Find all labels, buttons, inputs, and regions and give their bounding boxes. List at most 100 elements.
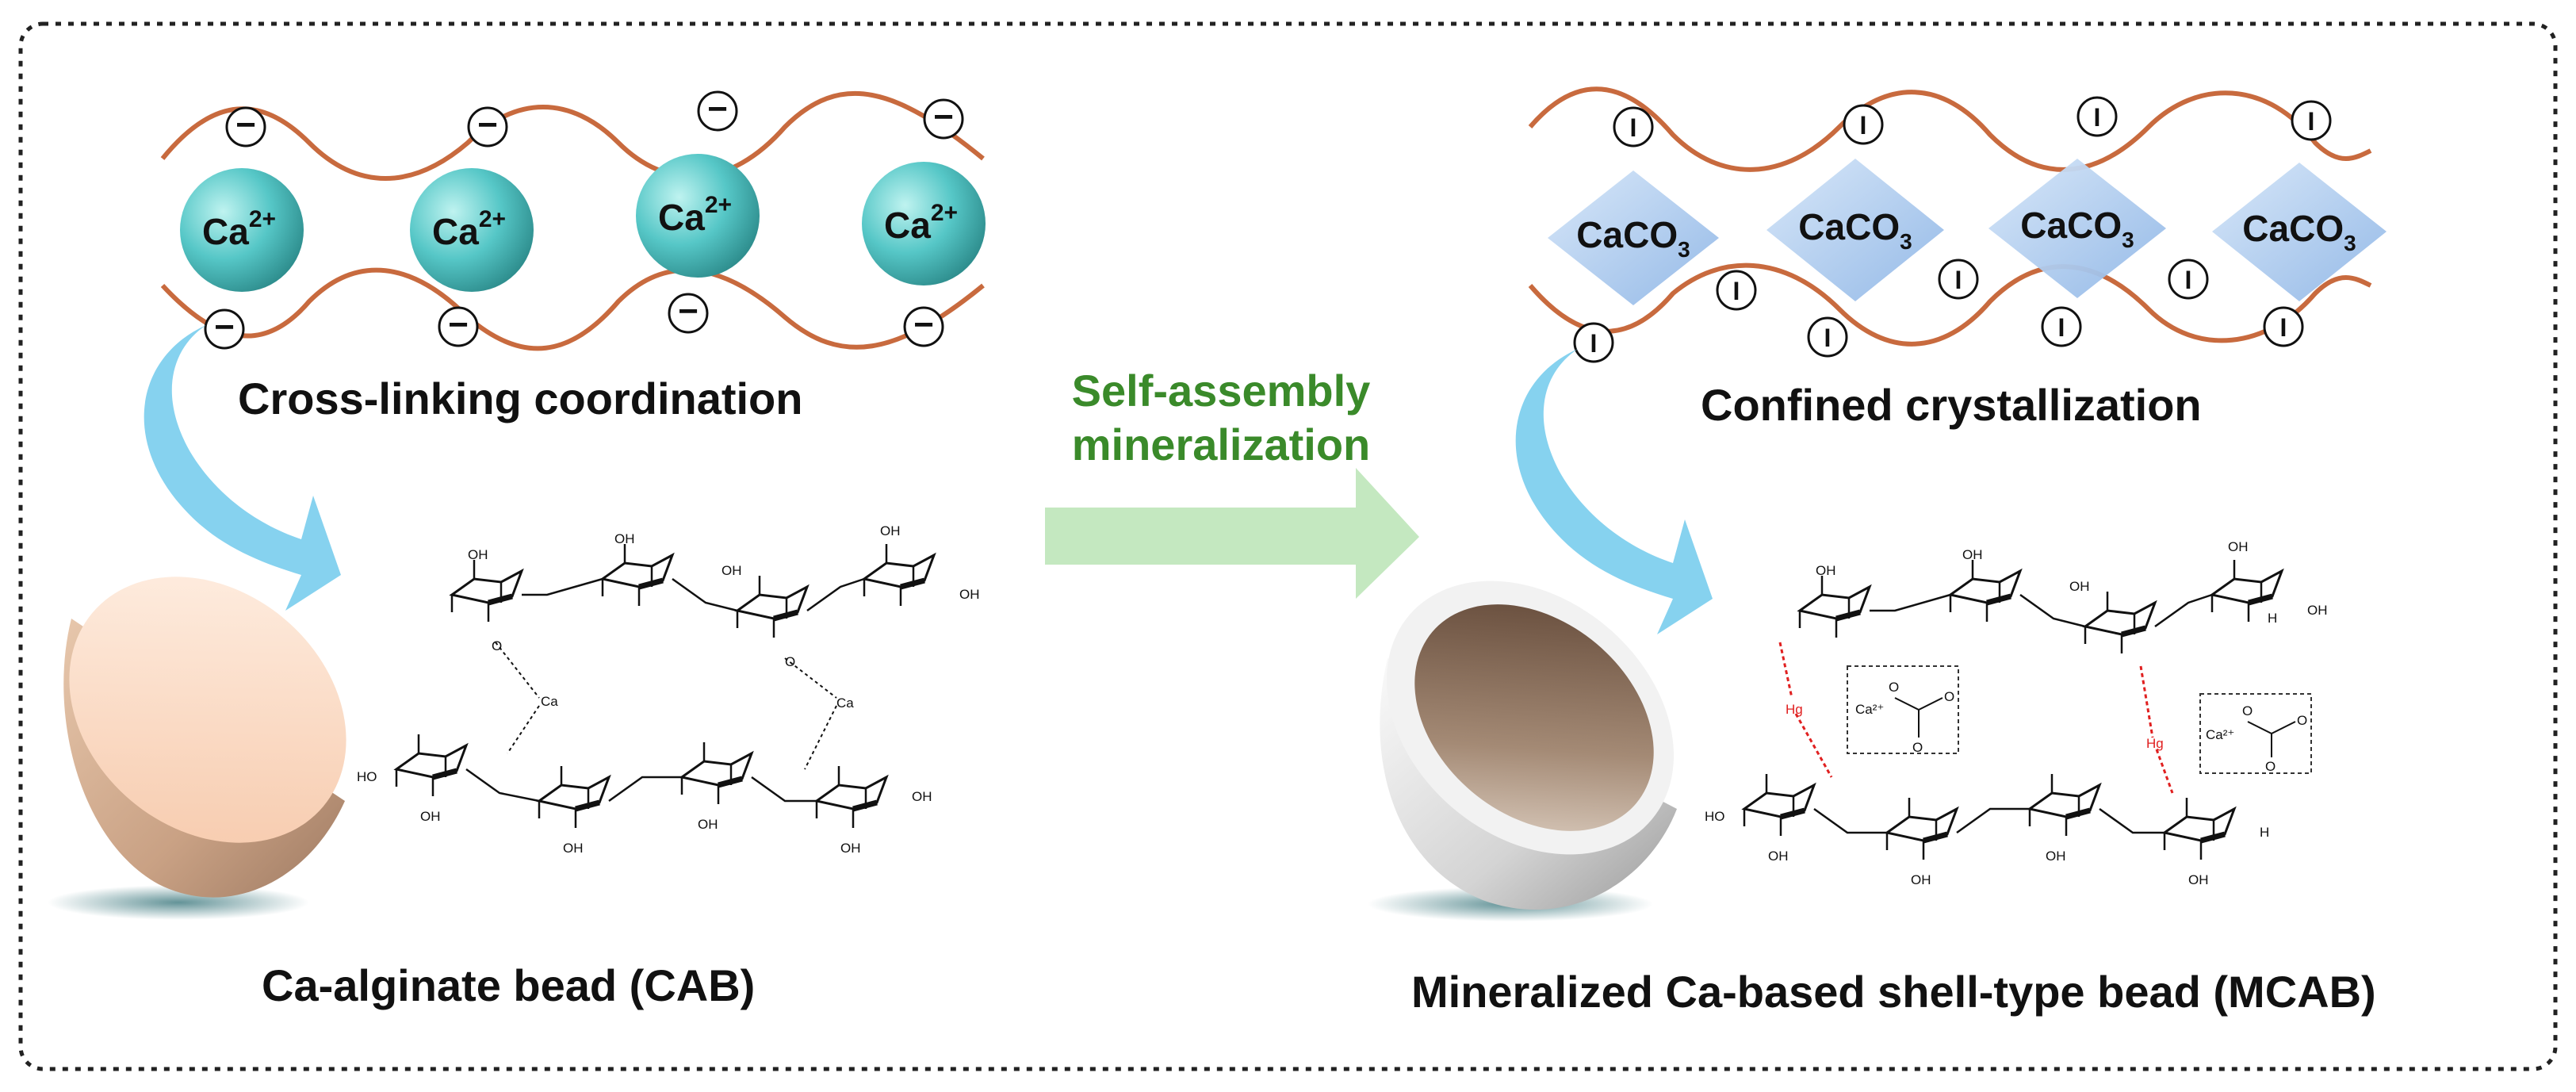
- neutral-charge-circle-4: [2291, 100, 2332, 141]
- chem-oh-r7: OH: [1911, 872, 1931, 887]
- caco3-crystal-3: CaCO3: [1988, 159, 2166, 298]
- chem-ho-r1: HO: [1705, 809, 1725, 824]
- svg-text:CaCO3: CaCO3: [2020, 205, 2134, 252]
- svg-text:CaCO3: CaCO3: [1576, 214, 1690, 262]
- neutral-charge-symbol-5: I: [1590, 329, 1598, 358]
- right-curved-arrow: [1515, 349, 1713, 634]
- neutral-charge-symbol-7: I: [1824, 324, 1832, 352]
- label-self-assembly-1: Self-assembly: [1072, 366, 1371, 416]
- ca-charge-1: 2+: [249, 206, 276, 232]
- negative-charge-symbol-7: −: [678, 292, 699, 331]
- caco3-crystal-1: CaCO3: [1548, 171, 1719, 305]
- caco3-sub-3: 3: [2122, 228, 2134, 252]
- chem-oh-l4: OH: [880, 523, 901, 538]
- neutral-charge-circle-5: [1573, 322, 1614, 363]
- chem-oh-l3: OH: [722, 563, 742, 578]
- caco3-crystal-2: CaCO3: [1766, 159, 1944, 301]
- neutral-charge-circle-11: [2263, 306, 2304, 347]
- svg-text:Ca2+: Ca2+: [202, 206, 276, 252]
- chem-o-b3: O: [1912, 740, 1923, 755]
- svg-text:CaCO3: CaCO3: [2242, 208, 2356, 255]
- chem-oh-l2: OH: [614, 531, 635, 546]
- neutral-charge-circle-7: [1807, 316, 1848, 358]
- neutral-charge-symbol-9: I: [2058, 313, 2065, 342]
- caco3-sub-2: 3: [1900, 229, 1912, 254]
- caco3-text-2: CaCO: [1798, 206, 1900, 247]
- neutral-charge-symbol-10: I: [2185, 266, 2192, 294]
- chem-oh-l8: OH: [698, 817, 718, 832]
- negative-charge-circle-6: [438, 306, 479, 347]
- ca-text-3: Ca: [658, 197, 705, 238]
- neutral-charge-symbol-3: I: [2094, 103, 2101, 132]
- negative-charges: − − − − − − − −: [204, 90, 964, 350]
- caco3-crystal-4: CaCO3: [2212, 163, 2387, 301]
- caco3-text-1: CaCO: [1576, 214, 1678, 255]
- cab-bead-icon: [48, 577, 346, 920]
- neutral-charge-symbol-1: I: [1630, 113, 1637, 142]
- chem-o-b1: O: [1889, 680, 1899, 695]
- negative-charge-symbol-4: −: [933, 98, 954, 136]
- neutral-charge-circle-6: [1716, 270, 1757, 311]
- chem-hg-2: Hg: [2146, 736, 2164, 751]
- chem-ca2-1: Ca²⁺: [1855, 702, 1884, 717]
- negative-charge-circle-2: [467, 106, 508, 148]
- neutral-charge-symbol-2: I: [1860, 111, 1867, 140]
- neutral-charge-symbol-11: I: [2280, 313, 2287, 342]
- chem-hg-1: Hg: [1786, 702, 1803, 717]
- chem-o-l1: O: [492, 638, 502, 653]
- chem-oh-l9: OH: [840, 841, 861, 856]
- negative-charge-circle-3: [697, 90, 738, 132]
- negative-charge-symbol-8: −: [913, 305, 934, 344]
- ca-text-4: Ca: [884, 205, 931, 246]
- chem-h-r1: H: [2260, 825, 2269, 840]
- right-top-chain: [1528, 86, 2372, 172]
- ca-charge-2: 2+: [479, 206, 506, 232]
- negative-charge-symbol-2: −: [477, 105, 498, 144]
- mcab-shell-bead-icon: [1368, 580, 1677, 921]
- chem-oh-l7: OH: [563, 841, 584, 856]
- chem-oh-r4: OH: [2228, 539, 2249, 554]
- ca-text-1: Ca: [202, 211, 249, 252]
- label-mcab: Mineralized Ca-based shell-type bead (MC…: [1411, 967, 2376, 1017]
- left-top-chain: [160, 90, 985, 181]
- neutral-charge-circle-3: [2076, 96, 2118, 137]
- negative-charge-circle-8: [903, 306, 944, 347]
- svg-text:Ca2+: Ca2+: [884, 200, 958, 246]
- ca-ion-4: Ca2+: [862, 162, 986, 285]
- right-alginate-structure: Hg Hg Ca²⁺ O O O Ca²⁺ O O O OH OH OH OH …: [1705, 539, 2328, 887]
- negative-charge-symbol-6: −: [448, 305, 469, 344]
- negative-charge-symbol-5: −: [214, 308, 235, 347]
- chem-oh-r8: OH: [2046, 849, 2066, 864]
- label-cross-linking: Cross-linking coordination: [238, 374, 802, 423]
- negative-charge-symbol-1: −: [235, 105, 256, 144]
- neutral-charge-circle-9: [2041, 306, 2082, 347]
- ca-ion-1: Ca2+: [180, 168, 304, 292]
- neutral-charge-symbol-8: I: [1955, 266, 1962, 294]
- svg-text:Ca2+: Ca2+: [432, 206, 506, 252]
- chem-ca-left-2: Ca: [836, 695, 854, 711]
- chem-oh-l5: OH: [959, 587, 980, 602]
- chem-o-b5: O: [2297, 713, 2307, 728]
- left-bottom-chain: [160, 267, 985, 351]
- left-alginate-structure: Ca Ca OH OH OH OH O O OH HO OH OH OH OH …: [357, 523, 980, 856]
- caco3-sub-1: 3: [1678, 237, 1690, 262]
- chem-oh-r9: OH: [2188, 872, 2209, 887]
- chem-o-b4: O: [2242, 703, 2253, 718]
- label-self-assembly-2: mineralization: [1072, 420, 1371, 469]
- chem-oh-r2: OH: [1962, 547, 1983, 562]
- chem-o-b2: O: [1944, 689, 1954, 704]
- chem-oh-l6: OH: [420, 809, 441, 824]
- chem-ca2-2: Ca²⁺: [2206, 727, 2234, 742]
- outer-border: [18, 21, 2558, 1071]
- ca-ion-2: Ca2+: [410, 168, 534, 292]
- chem-h-r2: H: [2268, 611, 2277, 626]
- negative-charge-symbol-3: −: [707, 90, 728, 128]
- svg-text:CaCO3: CaCO3: [1798, 206, 1912, 254]
- chem-oh-l1: OH: [468, 547, 488, 562]
- left-curved-arrow: [144, 325, 341, 611]
- caco3-text-3: CaCO: [2020, 205, 2122, 246]
- chem-o-l2: O: [785, 654, 795, 669]
- chem-oh-r3: OH: [2069, 579, 2090, 594]
